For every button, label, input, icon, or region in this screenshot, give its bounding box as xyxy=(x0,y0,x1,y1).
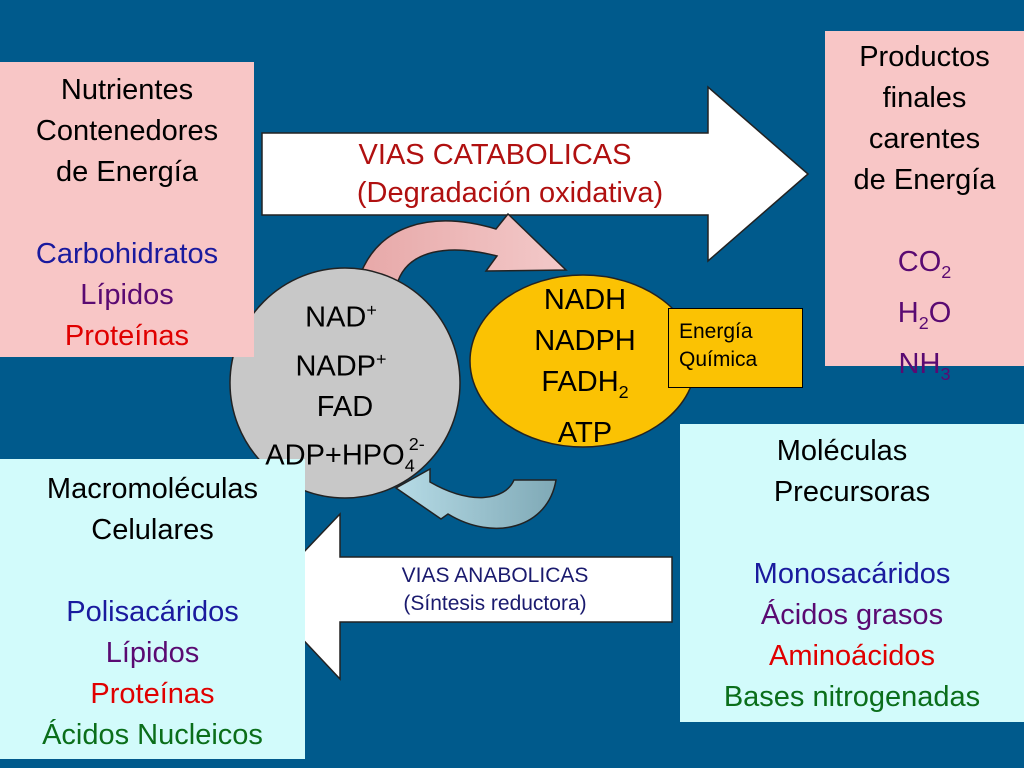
nutrientes-heading-1: Nutrientes xyxy=(60,74,194,106)
reduced-nadph: NADPH xyxy=(534,325,636,357)
precursoras-box: Moléculas Precursoras Monosacáridos Ácid… xyxy=(680,424,1024,722)
macromoleculas-item-lipidos: Lípidos xyxy=(105,637,200,669)
productos-box: Productos finales carentes de Energía CO… xyxy=(825,31,1024,383)
precursoras-item-monosacaridos: Monosacáridos xyxy=(753,558,951,590)
oxidized-nad: NAD+ xyxy=(305,300,377,334)
precursoras-item-acidos-grasos: Ácidos grasos xyxy=(760,599,944,631)
reduced-fadh2: FADH2 xyxy=(541,366,629,402)
catabolic-line-1: VIAS CATABOLICAS xyxy=(358,139,632,171)
macromoleculas-item-polisacaridos: Polisacáridos xyxy=(66,596,239,628)
macromoleculas-item-proteinas: Proteínas xyxy=(90,678,215,710)
energia-line-1: Energía xyxy=(679,320,753,343)
nutrientes-item-carbohidratos: Carbohidratos xyxy=(35,238,219,270)
macromoleculas-heading-2: Celulares xyxy=(91,514,214,546)
nutrientes-heading-3: de Energía xyxy=(56,156,198,188)
catabolic-arrow xyxy=(261,85,810,263)
oxidized-cofactors-text: NAD+ NADP+ FAD ADP+HPO42- xyxy=(230,290,460,487)
productos-item-nh3: NH3 xyxy=(898,347,951,384)
anabolic-line-2: (Síntesis reductora) xyxy=(403,592,587,615)
precursoras-heading-1: Moléculas xyxy=(776,435,908,467)
reduced-cofactors-text: NADH NADPH FADH2 ATP xyxy=(500,280,670,454)
anabolic-label: VIAS ANABOLICAS (Síntesis reductora) xyxy=(340,562,650,618)
productos-heading-3: carentes xyxy=(868,123,981,155)
oxidized-cofactors-circle xyxy=(229,267,461,499)
precursoras-item-aminoacidos: Aminoácidos xyxy=(768,640,936,672)
nutrientes-item-lipidos: Lípidos xyxy=(80,279,174,311)
productos-heading-2: finales xyxy=(882,82,967,114)
energia-line-2: Química xyxy=(679,348,758,371)
productos-heading-1: Productos xyxy=(859,41,990,73)
oxidized-nadp: NADP+ xyxy=(295,348,387,383)
reduced-atp: ATP xyxy=(557,416,613,449)
catabolic-line-2: (Degradación oxidativa) xyxy=(356,177,664,209)
macromoleculas-heading-1: Macromoléculas xyxy=(46,473,259,505)
nutrientes-heading-2: Contenedores xyxy=(35,115,219,147)
energia-quimica-box: Energía Química xyxy=(668,308,803,388)
catabolic-label: VIAS CATABOLICAS (Degradación oxidativa) xyxy=(300,136,720,212)
reduction-curved-arrow xyxy=(394,467,557,529)
productos-item-h2o: H2O xyxy=(897,296,952,333)
macromoleculas-item-acidos-nucleicos: Ácidos Nucleicos xyxy=(42,719,263,751)
oxidation-curved-arrow xyxy=(356,212,568,282)
macromoleculas-box: Macromoléculas Celulares Polisacáridos L… xyxy=(0,459,305,759)
oxidized-fad: FAD xyxy=(316,391,374,424)
precursoras-heading-2: Precursoras xyxy=(773,476,931,508)
productos-heading-4: de Energía xyxy=(853,164,996,196)
nutrientes-item-proteinas: Proteínas xyxy=(64,320,190,352)
nutrientes-box: Nutrientes Contenedores de Energía Carbo… xyxy=(0,62,254,357)
oxidized-adp: ADP+HPO42- xyxy=(265,434,425,476)
precursoras-item-bases-nitrogenadas: Bases nitrogenadas xyxy=(723,681,981,713)
productos-item-co2: CO2 xyxy=(897,246,952,282)
reduced-nadh: NADH xyxy=(543,284,627,316)
anabolic-line-1: VIAS ANABOLICAS xyxy=(401,564,589,587)
